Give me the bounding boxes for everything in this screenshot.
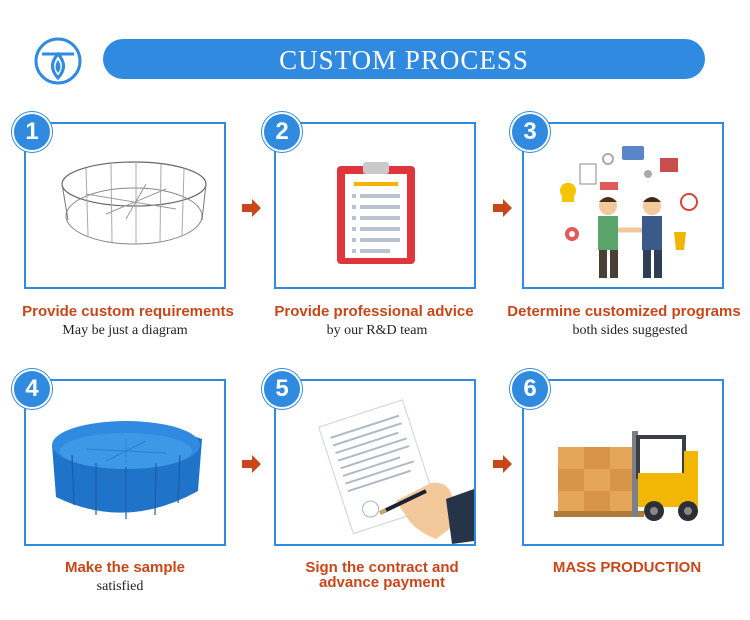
step-subtitle: by our R&D team xyxy=(326,323,428,338)
step-card-6: 6 xyxy=(510,369,724,546)
tent-logo-icon xyxy=(34,37,82,85)
step-number-badge: 3 xyxy=(510,112,550,152)
step-card-4: 4 xyxy=(12,369,226,546)
step-title: Sign the contract and xyxy=(305,559,459,576)
forklift-image xyxy=(554,431,698,521)
step-number-badge: 5 xyxy=(262,369,302,409)
step-subtitle: both sides suggested xyxy=(572,323,688,338)
step-number-badge: 6 xyxy=(510,369,550,409)
step-title-line2: advance payment xyxy=(319,574,445,591)
arrow-right-icon xyxy=(242,455,261,473)
step-title: Determine customized programs xyxy=(507,303,741,320)
step-number-badge: 4 xyxy=(12,369,52,409)
step-title: Make the sample xyxy=(64,559,186,576)
step-subtitle: May be just a diagram xyxy=(62,323,188,338)
step-card-1: 1 xyxy=(12,112,226,289)
clipboard-icon xyxy=(337,162,415,264)
step-subtitle: satisfied xyxy=(96,579,144,594)
page-title-banner: CUSTOM PROCESS xyxy=(103,39,705,79)
pool-sketch-image xyxy=(61,161,207,245)
step-card-5: 5 xyxy=(262,369,476,546)
step-card-3: 3 xyxy=(510,112,724,289)
arrow-right-icon xyxy=(493,455,512,473)
signing-contract-image xyxy=(318,399,474,544)
step-number-badge: 2 xyxy=(262,112,302,152)
step-title: Provide professional advice xyxy=(274,303,474,320)
handshake-image xyxy=(560,146,698,278)
arrow-right-icon xyxy=(242,199,261,217)
step-number-badge: 1 xyxy=(12,112,52,152)
step-title: Provide custom requirements xyxy=(22,303,234,320)
blue-pool-image xyxy=(52,421,202,519)
arrow-right-icon xyxy=(493,199,512,217)
step-card-2: 2 xyxy=(262,112,476,289)
step-title: MASS PRODUCTION xyxy=(552,559,702,576)
